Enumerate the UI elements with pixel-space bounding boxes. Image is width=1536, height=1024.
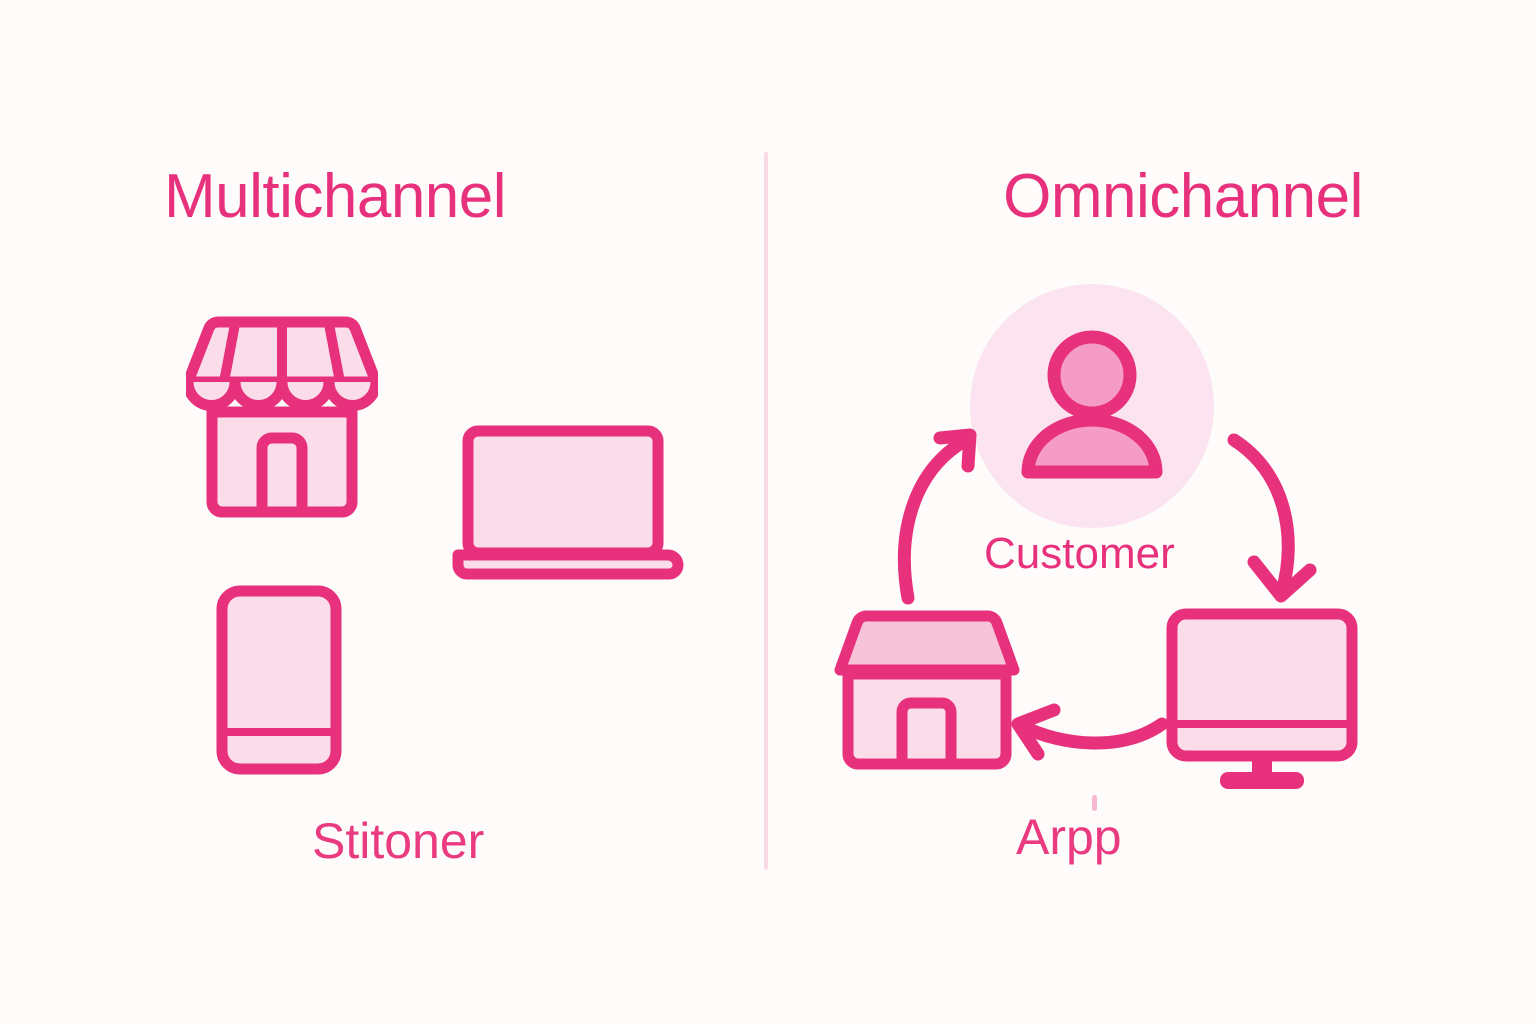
app-caption-artifact	[1092, 795, 1097, 811]
multichannel-panel: Multichannel Stitoner	[0, 0, 766, 1024]
app-caption: Arpp	[1016, 809, 1122, 865]
arrow-customer-to-monitor-icon	[1227, 433, 1317, 603]
storefront-icon	[186, 316, 378, 518]
monitor-icon	[1166, 608, 1358, 789]
omnichannel-panel: Omnichannel	[766, 0, 1536, 1024]
omnichannel-title: Omnichannel	[1003, 162, 1363, 231]
multichannel-title: Multichannel	[163, 162, 507, 231]
laptop-icon	[452, 425, 684, 580]
panel-divider	[764, 152, 768, 870]
arrow-store-to-customer-icon	[897, 428, 977, 605]
arrow-monitor-to-store-icon	[1011, 703, 1169, 761]
customer-label: Customer	[984, 529, 1175, 578]
customer-avatar-icon	[970, 284, 1214, 528]
store-caption: Stitoner	[312, 813, 485, 869]
house-store-icon	[834, 610, 1020, 770]
smartphone-icon	[216, 585, 342, 775]
